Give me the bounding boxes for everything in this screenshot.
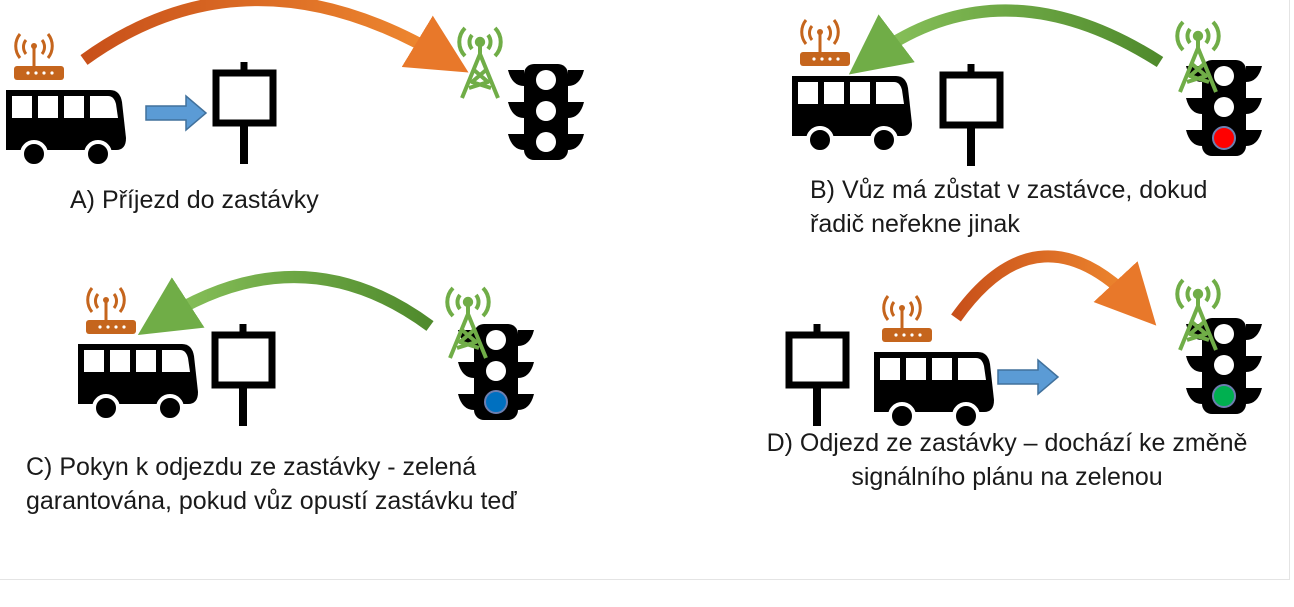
caption-d: D) Odjezd ze zastávky – dochází ke změně…	[762, 426, 1252, 494]
radio-tower-icon	[457, 26, 503, 100]
signal-lamp-dark	[536, 132, 556, 152]
bus-icon	[872, 294, 996, 430]
caption-a: A) Příjezd do zastávky	[70, 186, 319, 214]
caption-c: C) Pokyn k odjezdu ze zastávky - zelená …	[26, 450, 517, 518]
figure-frame	[0, 0, 1290, 580]
radio-tower-icon	[1175, 20, 1221, 94]
caption-b-line-2: řadič neřekne jinak	[810, 210, 1020, 238]
message-arrow-controller-to-bus	[848, 4, 1164, 75]
movement-arrow-icon	[997, 358, 1060, 396]
caption-b-line-1: B) Vůz má zůstat v zastávce, dokud	[810, 176, 1208, 204]
signal-lamp-blue	[484, 390, 508, 414]
bus-icon	[4, 32, 128, 168]
signal-lamp-red	[1212, 126, 1236, 150]
bus-stop-sign-icon	[215, 324, 272, 426]
bus-stop-sign-icon	[943, 64, 1000, 166]
radio-tower-icon	[1175, 278, 1221, 352]
panel-c	[76, 271, 534, 426]
message-arrow-bus-to-controller	[951, 250, 1157, 326]
radio-tower-icon	[445, 286, 491, 360]
message-arrow-bus-to-controller	[80, 0, 469, 73]
bus-stop-sign-icon	[216, 62, 273, 164]
caption-c-line-2: garantována, pokud vůz opustí zastávku t…	[26, 487, 517, 515]
caption-d-line-2: signálního plánu na zelenou	[851, 463, 1163, 491]
caption-d-line-1: D) Odjezd ze zastávky – dochází ke změně	[766, 429, 1248, 457]
panel-a	[4, 0, 584, 168]
caption-b: B) Vůz má zůstat v zastávce, dokud řadič…	[810, 173, 1207, 241]
message-arrow-controller-to-bus	[137, 271, 434, 336]
caption-c-line-1: C) Pokyn k odjezdu ze zastávky - zelená	[26, 453, 477, 481]
movement-arrow-icon	[145, 94, 208, 132]
signal-lamp-green	[1212, 384, 1236, 408]
panel-b	[790, 4, 1262, 166]
bus-stop-sign-icon	[789, 324, 846, 426]
panel-d	[789, 250, 1262, 430]
